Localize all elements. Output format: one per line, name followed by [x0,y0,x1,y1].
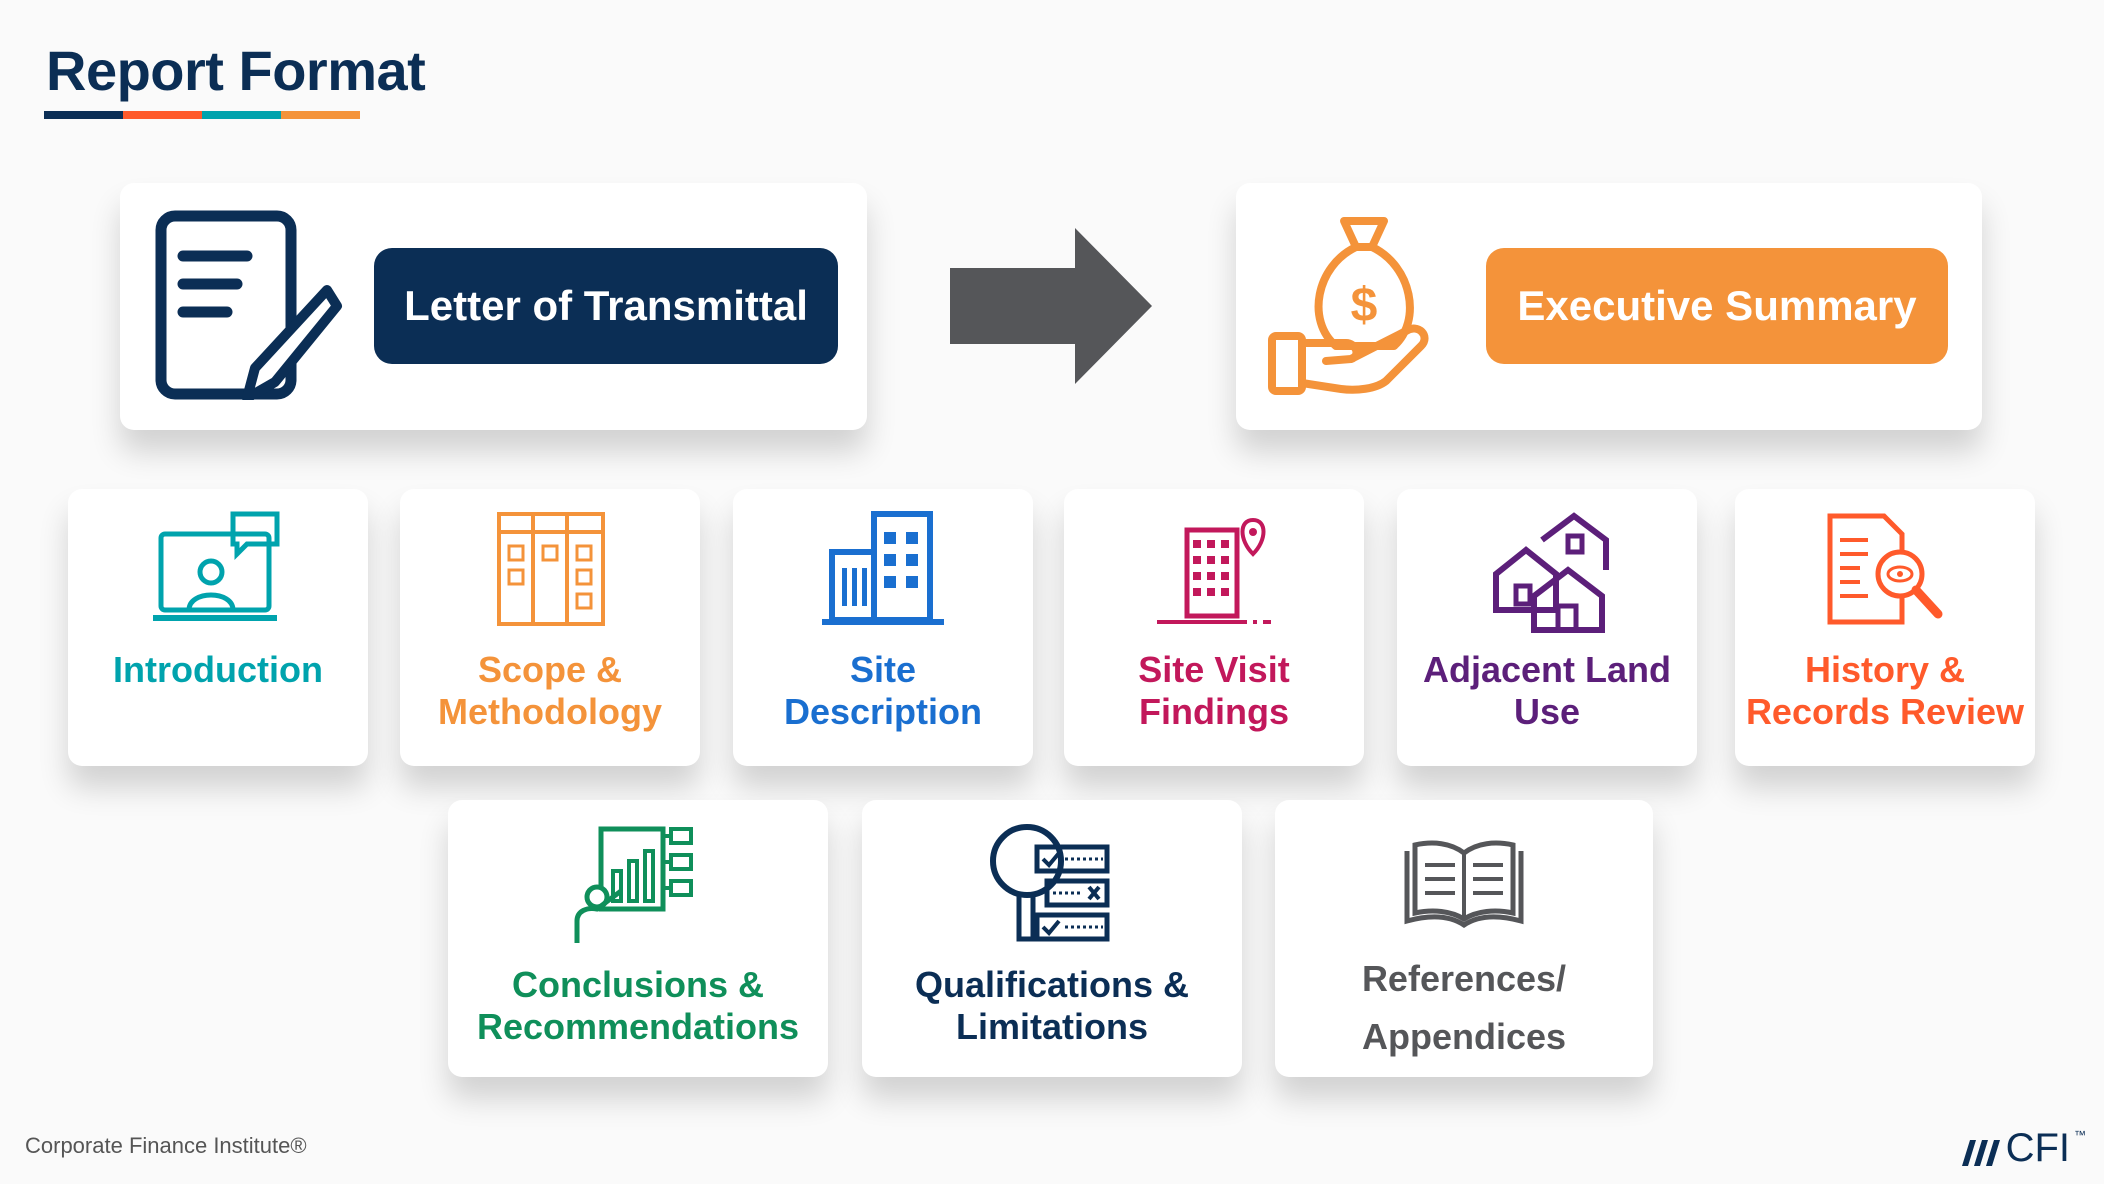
section-card-history: History &Records Review [1735,489,2035,766]
section-card-introduction: Introduction [68,489,368,766]
section-card-references: References/Appendices [1275,800,1653,1077]
money-bag-hand-icon: $ [1268,217,1429,395]
document-magnifier-icon [1827,513,1943,625]
checklist-board-icon [497,512,605,626]
buildings-icon [822,511,944,625]
section-label-line1: Site Visit [1138,649,1290,690]
section-label-line2: Appendices [1361,1016,1567,1057]
section-label-line1: Qualifications & [914,964,1190,1005]
section-card-conclusions: Conclusions &Recommendations [448,800,828,1077]
cfi-logo: CFI ™ [1960,1128,2086,1168]
arrow-right-icon [950,228,1152,384]
trademark: ™ [2074,1128,2086,1142]
section-label-line2: Limitations [955,1006,1148,1047]
section-label-line1: Scope & [477,649,623,690]
section-label-line1: Introduction [113,649,323,690]
letter-of-transmittal-card: Letter of Transmittal [120,183,867,430]
page-title: Report Format [46,39,426,102]
document-pencil-icon [155,210,342,400]
section-label-line1: Adjacent Land [1422,649,1672,690]
building-location-icon [1157,517,1271,624]
section-label-line1: History & [1804,649,1966,690]
section-label: Introduction [68,649,368,691]
houses-icon [1493,512,1609,633]
footer-copyright: Corporate Finance Institute® [25,1133,307,1158]
computer-presenter-icon [153,511,280,621]
section-label-line2: Description [783,691,983,732]
section-card-qualifications: Qualifications &Limitations [862,800,1242,1077]
section-label-line2: Records Review [1745,691,2025,732]
svg-text:$: $ [1351,279,1378,332]
section-label: Conclusions &Recommendations [448,964,828,1048]
magnifier-checklist-icon [990,824,1110,942]
section-label-line2: Recommendations [476,1006,800,1047]
section-label-line1: Site [849,649,917,690]
executive-summary-card: $ Executive Summary [1236,183,1982,430]
cfi-logo-mark [1961,1140,2000,1166]
section-label: References/Appendices [1275,950,1653,1066]
section-label-line1: Conclusions & [511,964,765,1005]
section-card-scope: Scope &Methodology [400,489,700,766]
section-label-line2: Methodology [438,691,662,732]
section-label-line2: Use [1513,691,1581,732]
section-label: History &Records Review [1735,649,2035,733]
section-label: Scope &Methodology [400,649,700,733]
section-label-line2: Findings [1139,691,1289,732]
section-label-line1: References/ [1361,958,1567,999]
executive-summary-label: Executive Summary [1486,248,1948,364]
presenter-chart-icon [574,826,693,943]
title-underline [44,111,360,119]
cfi-logo-text: CFI [2005,1126,2070,1170]
open-book-icon [1404,840,1524,929]
letter-of-transmittal-label: Letter of Transmittal [374,248,838,364]
section-label: Qualifications &Limitations [862,964,1242,1048]
